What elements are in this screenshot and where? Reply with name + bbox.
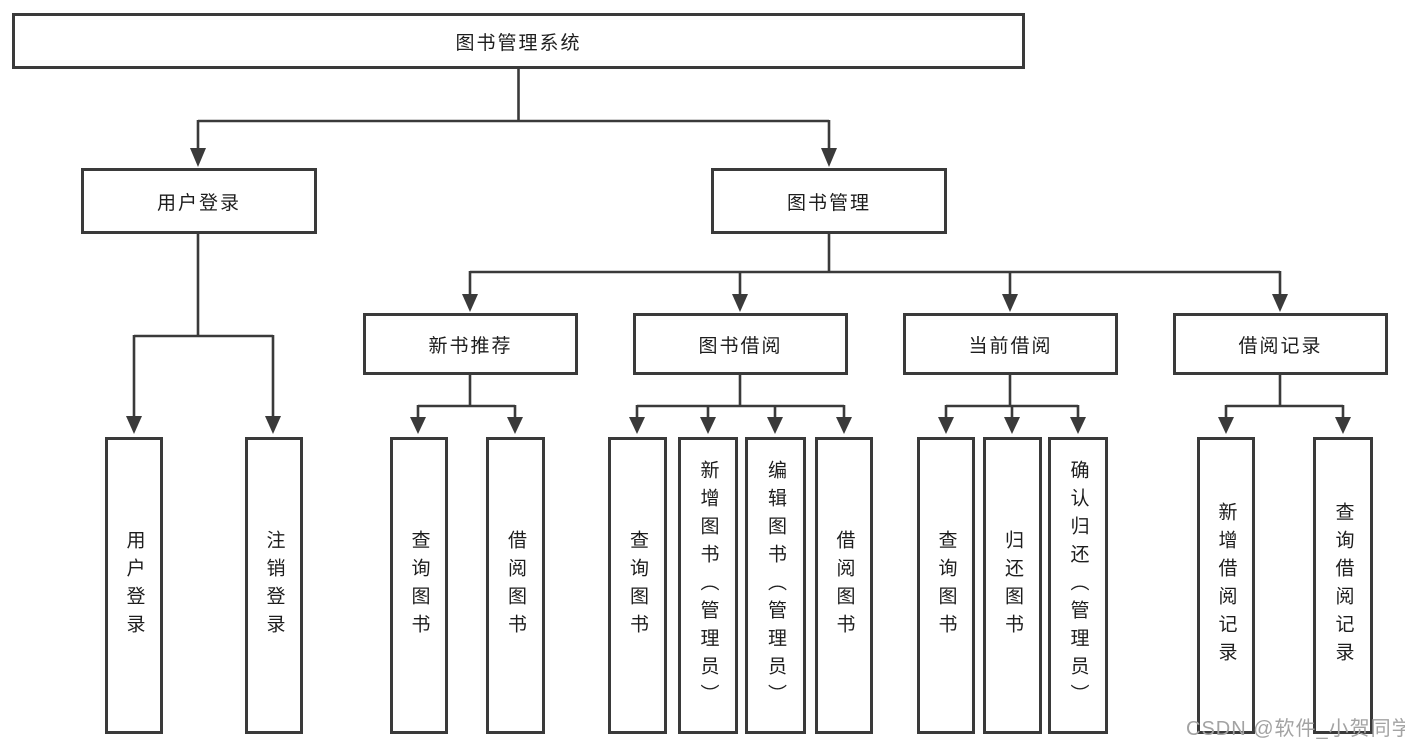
- leaf-newrec-borrow-books-label: 借阅图书: [505, 529, 526, 642]
- leaf-borrow-query-books-label: 查询图书: [627, 529, 648, 642]
- leaf-logout: 注销登录: [245, 437, 303, 734]
- leaf-current-confirm-return-admin: 确认归还（管理员）: [1048, 437, 1108, 734]
- leaf-newrec-borrow-books: 借阅图书: [486, 437, 545, 734]
- leaf-borrow-edit-books-admin: 编辑图书（管理员）: [745, 437, 806, 734]
- csdn-watermark: CSDN @软件_小贺同学: [1186, 718, 1405, 740]
- leaf-current-confirm-return-admin-label: 确认归还（管理员）: [1067, 459, 1089, 712]
- node-root-system: 图书管理系统: [12, 13, 1025, 69]
- arrowheads: [126, 148, 1351, 434]
- leaf-borrow-borrow-books-label: 借阅图书: [833, 529, 855, 642]
- leaf-record-add-borrow-record: 新增借阅记录: [1197, 437, 1255, 734]
- connector-lines: [132, 69, 1345, 419]
- leaf-borrow-add-books-admin: 新增图书（管理员）: [678, 437, 738, 734]
- leaf-user-login-label: 用户登录: [123, 529, 145, 642]
- leaf-current-return-books: 归还图书: [983, 437, 1042, 734]
- leaf-borrow-borrow-books: 借阅图书: [815, 437, 873, 734]
- node-borrow-record: 借阅记录: [1173, 313, 1388, 375]
- leaf-borrow-edit-books-admin-label: 编辑图书（管理员）: [765, 459, 786, 712]
- leaf-borrow-query-books: 查询图书: [608, 437, 667, 734]
- leaf-record-add-borrow-record-label: 新增借阅记录: [1215, 501, 1237, 670]
- node-user-login: 用户登录: [81, 168, 317, 234]
- node-new-book-recommend: 新书推荐: [363, 313, 578, 375]
- leaf-newrec-query-books: 查询图书: [390, 437, 448, 734]
- leaf-current-query-books-label: 查询图书: [935, 529, 957, 642]
- leaf-newrec-query-books-label: 查询图书: [408, 529, 430, 642]
- leaf-logout-label: 注销登录: [263, 529, 285, 642]
- node-book-borrow: 图书借阅: [633, 313, 848, 375]
- leaf-record-query-borrow-record: 查询借阅记录: [1313, 437, 1373, 734]
- leaf-record-query-borrow-record-label: 查询借阅记录: [1332, 501, 1354, 670]
- node-current-borrow: 当前借阅: [903, 313, 1118, 375]
- leaf-current-return-books-label: 归还图书: [1002, 529, 1023, 642]
- node-book-management: 图书管理: [711, 168, 947, 234]
- leaf-current-query-books: 查询图书: [917, 437, 975, 734]
- leaf-borrow-add-books-admin-label: 新增图书（管理员）: [697, 459, 719, 712]
- leaf-user-login: 用户登录: [105, 437, 163, 734]
